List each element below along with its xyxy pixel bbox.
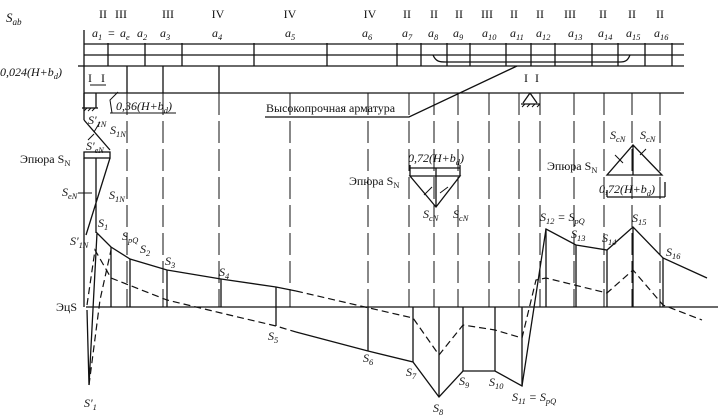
- stress-label: S13: [571, 227, 585, 243]
- segment-label: a13: [568, 26, 582, 42]
- middle-epura-sn: [408, 165, 462, 209]
- zone-label: II: [455, 7, 463, 21]
- stress-label: S5: [268, 329, 278, 345]
- dimension-072-middle: 0,72(H+bd): [408, 151, 464, 167]
- dimension-036: 0,36(H+bd): [116, 99, 172, 115]
- zone-label: IV: [284, 7, 297, 21]
- stress-line-dashed-right: [295, 269, 703, 356]
- segment-label: a3: [160, 26, 170, 42]
- stress-label: ScN: [453, 207, 469, 223]
- zone-label: II: [403, 7, 411, 21]
- zone-label: IV: [212, 7, 225, 21]
- section-mark: I: [101, 71, 105, 85]
- section-mark: I: [535, 71, 539, 85]
- stress-label: S1N: [110, 123, 126, 139]
- segment-label: a1: [92, 26, 102, 42]
- stress-label: S7: [406, 365, 417, 381]
- segment-label: a7: [402, 26, 413, 42]
- stress-label: S2: [140, 242, 150, 258]
- dim-leader: [90, 84, 119, 114]
- stress-label: S10: [489, 375, 504, 391]
- stress-diagram: [78, 119, 718, 399]
- stress-label: SpQ: [122, 229, 138, 245]
- stress-label: S15: [632, 211, 646, 227]
- right-support: [521, 92, 541, 108]
- segment-label: a15: [626, 26, 640, 42]
- stress-label: ScN: [640, 128, 656, 144]
- section-mark: I: [88, 71, 92, 85]
- stress-label: ScN: [610, 128, 626, 144]
- stress-label: S9: [459, 374, 470, 390]
- stress-label: S11 = SpQ: [512, 390, 556, 406]
- zone-label: III: [481, 7, 493, 21]
- left-support: [82, 93, 98, 112]
- dimension-0024: 0,024(H+bd): [0, 65, 62, 81]
- stress-label: S'1N: [70, 234, 89, 250]
- segment-label: a11: [510, 26, 524, 42]
- straight-tendon: [432, 54, 631, 63]
- stress-label: S'1N: [88, 113, 107, 129]
- segment-label: a12: [536, 26, 550, 42]
- baseline-label: ЭцS: [56, 300, 77, 314]
- stress-label: S3: [165, 254, 175, 270]
- stress-line-main: [86, 231, 297, 386]
- tendon-label: Высокопрочная арматура: [266, 101, 396, 115]
- epura-sn-label: Эпюра SN: [547, 159, 597, 175]
- zone-label: IV: [364, 7, 377, 21]
- stress-label: S4: [219, 265, 229, 281]
- stress-line-dashed: [86, 248, 297, 333]
- stress-label: S8: [433, 401, 444, 417]
- stress-label: S14: [602, 231, 616, 247]
- segment-boundaries: [107, 43, 673, 93]
- segment-label: ae: [120, 26, 130, 42]
- beam-elevation: [78, 30, 684, 120]
- segment-label: a4: [212, 26, 222, 42]
- stress-label: S16: [666, 245, 681, 261]
- segment-label: a5: [285, 26, 295, 42]
- zone-label: II: [536, 7, 544, 21]
- segment-label: a16: [654, 26, 669, 42]
- segment-label: =: [108, 26, 115, 40]
- stress-label: S'1: [84, 396, 97, 412]
- segment-label: a2: [137, 26, 147, 42]
- right-epura-sn: [605, 144, 666, 198]
- stress-label: SeN: [62, 185, 78, 201]
- zone-label: II: [510, 7, 518, 21]
- zone-label: II: [99, 7, 107, 21]
- inclined-tendon: [265, 65, 518, 118]
- zone-label: II: [430, 7, 438, 21]
- section-mark: I: [524, 71, 528, 85]
- segment-label: a6: [362, 26, 373, 42]
- axis-title-sab: Sab: [6, 10, 22, 27]
- segment-label: a8: [428, 26, 439, 42]
- dimension-072-right: 0,72(H+bd): [599, 182, 655, 198]
- stress-label: S12 = SpQ: [540, 210, 585, 226]
- stress-line-main-right: [295, 226, 708, 399]
- epura-sn-label: Эпюра SN: [20, 152, 70, 168]
- segment-label: a10: [482, 26, 497, 42]
- zone-label: III: [564, 7, 576, 21]
- stress-label: S1: [98, 216, 108, 232]
- stress-line-dashed-left: [88, 249, 112, 386]
- left-epura-sn: [78, 119, 111, 307]
- segment-label: a14: [598, 26, 612, 42]
- stress-label: S1N: [109, 188, 125, 204]
- zone-label: III: [162, 7, 174, 21]
- epura-sn-label: Эпюра SN: [349, 174, 399, 190]
- zone-label: II: [599, 7, 607, 21]
- section-verticals: [126, 93, 661, 307]
- zone-label: III: [115, 7, 127, 21]
- zone-label: II: [656, 7, 664, 21]
- stress-label: S6: [363, 351, 374, 367]
- stress-label: ScN: [423, 207, 439, 223]
- zone-label: II: [628, 7, 636, 21]
- segment-label: a9: [453, 26, 464, 42]
- stress-label: S'eN: [86, 139, 104, 155]
- ordinates: [110, 227, 664, 397]
